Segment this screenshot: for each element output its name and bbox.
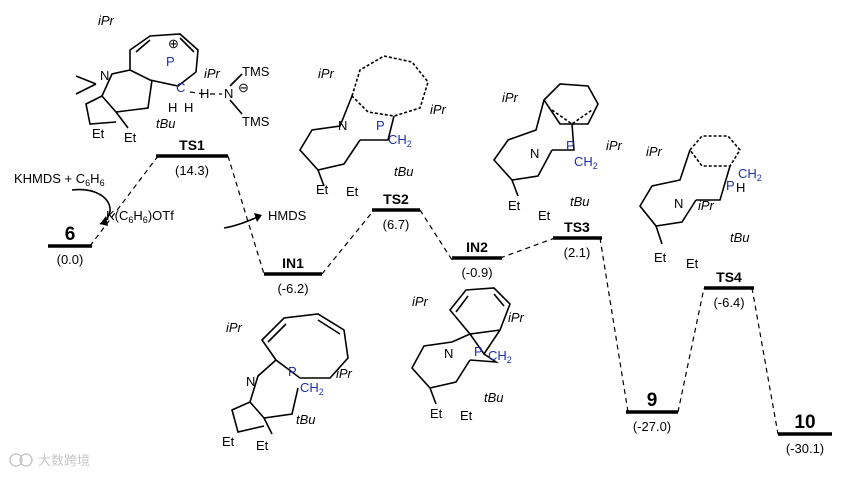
svg-text:tBu: tBu [484,390,504,405]
structure-ts3: iPr N P CH2 iPr tBu Et Et [492,83,623,223]
level-value-10: (-30.1) [786,441,824,456]
svg-text:P: P [566,138,575,153]
svg-text:CH2: CH2 [300,380,324,397]
structure-in1: iPr N P CH2 iPr tBu Et Et [222,313,353,453]
level-name-9: 9 [647,390,658,411]
svg-text:P: P [474,344,483,359]
svg-text:Et: Et [222,434,235,449]
svg-text:Et: Et [256,438,269,453]
watermark-text: 大数跨境 [38,454,90,469]
svg-text:iPr: iPr [606,138,623,153]
svg-text:CH2: CH2 [574,154,598,171]
svg-text:CH2: CH2 [388,132,412,149]
svg-text:iPr: iPr [412,294,429,309]
svg-text:iPr: iPr [336,366,353,381]
svg-text:Et: Et [92,126,105,141]
level-name-6: 6 [65,224,76,245]
svg-text:tBu: tBu [730,230,750,245]
level-value-9: (-27.0) [633,419,671,434]
svg-text:P: P [376,118,385,133]
svg-text:Et: Et [654,250,667,265]
byproduct-salt: K(C6H6)OTf [106,208,174,225]
svg-text:N: N [246,374,255,389]
svg-text:C: C [176,80,185,95]
svg-text:iPr: iPr [646,144,663,159]
svg-text:N: N [100,68,109,83]
svg-text:iPr: iPr [204,66,221,81]
level-value-ts4: (-6.4) [713,295,744,310]
svg-text:Et: Et [508,198,521,213]
svg-text:Et: Et [460,408,473,423]
svg-text:N: N [444,346,453,361]
level-labels: 6 (0.0) TS1 (14.3) IN1 (-6.2) TS2 (6.7) … [57,137,825,456]
byproduct-hmds: HMDS [268,208,307,223]
svg-text:iPr: iPr [508,310,525,325]
structure-ts2: iPr N P CH2 iPr tBu Et Et [299,55,447,199]
watermark: 大数跨境 [9,453,90,469]
svg-text:⊖: ⊖ [238,80,249,95]
svg-text:N: N [338,118,347,133]
svg-text:tBu: tBu [156,116,176,131]
svg-text:TMS: TMS [242,114,270,129]
svg-text:H: H [200,86,209,101]
svg-text:H: H [184,100,193,115]
level-name-ts1: TS1 [179,137,205,153]
svg-text:CH2: CH2 [488,348,512,365]
svg-text:N: N [674,196,683,211]
level-name-ts2: TS2 [383,191,409,207]
level-name-ts3: TS3 [564,219,590,235]
svg-text:P: P [288,364,297,379]
svg-text:⊕: ⊕ [168,36,179,51]
arrow-head-2 [254,213,262,222]
svg-text:tBu: tBu [296,412,316,427]
svg-text:Et: Et [686,256,699,271]
energy-levels [48,154,832,436]
svg-text:Et: Et [430,406,443,421]
svg-text:Et: Et [316,182,329,197]
level-name-in1: IN1 [282,255,304,271]
level-value-6: (0.0) [57,252,84,267]
svg-text:H: H [736,180,745,195]
svg-text:iPr: iPr [502,90,519,105]
reagent-khmds: KHMDS + C6H6 [14,171,105,188]
structure-ts1: iPr N P ⊕ iPr C H H H N ⊖ TMS TMS tBu Et… [75,13,270,145]
structure-in2: iPr N P CH2 iPr tBu Et Et [411,287,525,423]
svg-text:Et: Et [538,208,551,223]
svg-text:iPr: iPr [226,320,243,335]
level-value-ts1: (14.3) [175,163,209,178]
connector-lines [89,155,779,435]
svg-text:CH2: CH2 [738,166,762,183]
svg-text:TMS: TMS [242,64,270,79]
svg-text:N: N [224,86,233,101]
svg-text:iPr: iPr [430,102,447,117]
svg-text:tBu: tBu [570,194,590,209]
svg-text:Et: Et [124,130,137,145]
level-name-10: 10 [794,412,815,433]
svg-text:P: P [726,178,735,193]
svg-text:H: H [168,100,177,115]
svg-text:Et: Et [346,184,359,199]
svg-text:P: P [166,54,175,69]
svg-text:tBu: tBu [394,164,414,179]
level-value-ts3: (2.1) [564,245,591,260]
level-value-in2: (-0.9) [461,265,492,280]
reagent-labels: KHMDS + C6H6 K(C6H6)OTf HMDS [14,171,307,229]
svg-text:N: N [530,146,539,161]
svg-text:iPr: iPr [318,66,335,81]
level-name-ts4: TS4 [716,269,742,285]
level-name-in2: IN2 [466,239,488,255]
level-value-ts2: (6.7) [383,217,410,232]
svg-text:iPr: iPr [698,198,715,213]
structure-ts4: iPr N P H CH2 iPr tBu Et Et [639,135,762,271]
byproduct-curved-arrow [223,215,261,229]
svg-text:iPr: iPr [98,13,115,28]
level-value-in1: (-6.2) [277,281,308,296]
arrow-head-1 [100,216,108,226]
